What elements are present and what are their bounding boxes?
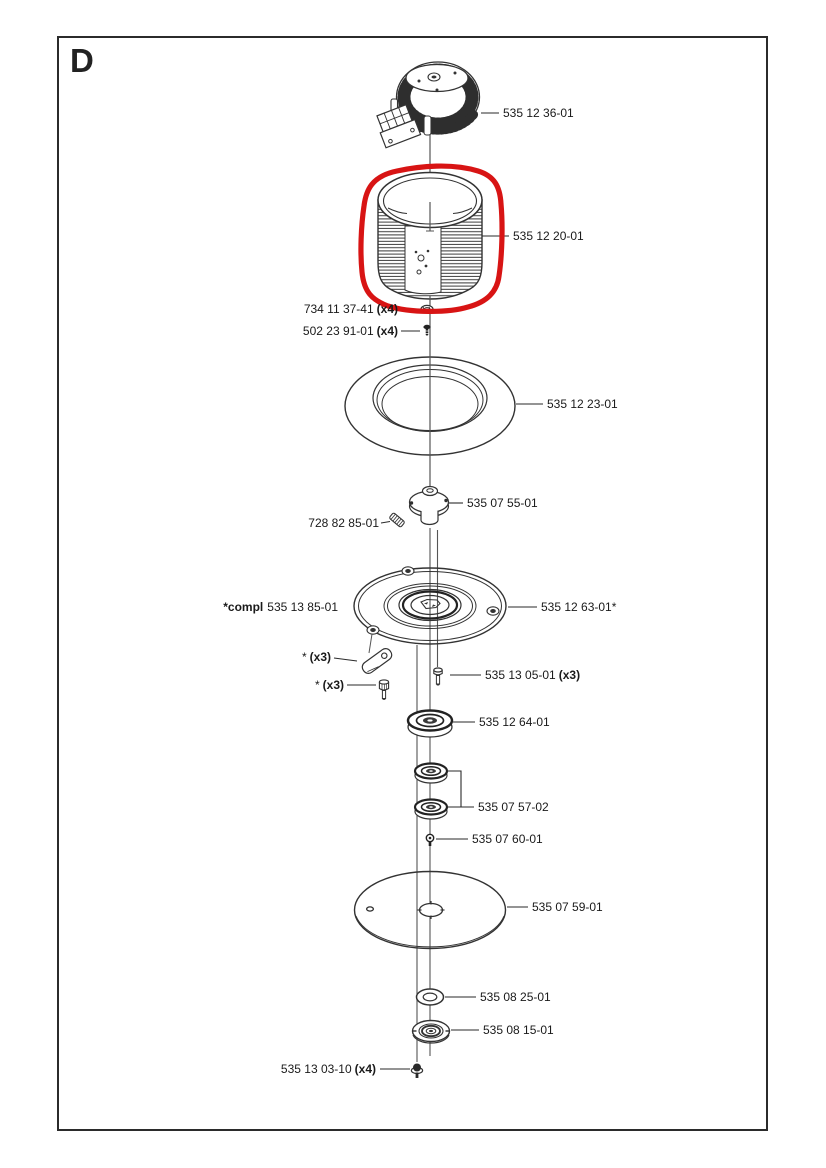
- washer-drawing: [415, 988, 445, 1006]
- section-letter: D: [70, 42, 94, 79]
- highlight-circle: [358, 163, 505, 314]
- part-label-shaft-screw: 535 07 60-01: [472, 832, 543, 846]
- blade-disc-drawing: [353, 566, 507, 645]
- part-label-disc-screw: 535 13 05-01(x3): [485, 668, 581, 682]
- part-label-shaft-hub: 535 07 55-01: [467, 496, 538, 510]
- bearing-pair-drawing: [413, 762, 462, 820]
- part-label-cutting-cylinder: 535 12 20-01: [513, 229, 584, 243]
- motor-drawing: [376, 61, 481, 149]
- boss-blade-line: [368, 633, 373, 654]
- screw-icon: [423, 324, 431, 336]
- shaft-screw-icon: [425, 833, 435, 846]
- bearing-pair-bracket: [447, 770, 462, 807]
- bearing-large-drawing: [406, 709, 454, 738]
- cutting-cylinder-drawing: [377, 171, 483, 300]
- glide-disc-drawing: [353, 870, 507, 950]
- shaft-hub-drawing: [408, 485, 450, 526]
- hub-washer-drawing: [411, 1019, 451, 1044]
- part-label-bearing-pair: 535 07 57-02: [478, 800, 549, 814]
- disc-screw-icon: [433, 667, 443, 686]
- part-label-blade: *(x3): [301, 650, 331, 664]
- part-label-washer: 535 08 25-01: [480, 990, 551, 1004]
- blade-screw-icon: [378, 679, 390, 700]
- part-label-glide-disc: 535 07 59-01: [532, 900, 603, 914]
- part-label-bearing-large: 535 12 64-01: [479, 715, 550, 729]
- part-label-bottom-screw: 535 13 03-10(x4): [280, 1062, 376, 1076]
- part-label-screw-set: 502 23 91-01(x4): [302, 324, 398, 338]
- set-screw-icon: [389, 512, 405, 528]
- part-label-hub-washer: 535 08 15-01: [483, 1023, 554, 1037]
- part-label-blade-screw: *(x3): [314, 678, 344, 692]
- part-label-blade-disc: 535 12 63-01*: [541, 600, 617, 614]
- leader-lines: [333, 112, 543, 1070]
- bottom-screw-icon: [410, 1063, 424, 1078]
- part-label-motor: 535 12 36-01: [503, 106, 574, 120]
- part-label-set-screw: 728 82 85-01: [308, 516, 379, 530]
- motor-terminal-block: [376, 103, 422, 149]
- part-label-friction-ring: 535 12 23-01: [547, 397, 618, 411]
- disc-boss: [366, 566, 500, 635]
- part-label-washer-set: 734 11 37-41(x4): [303, 302, 398, 316]
- blade-drawing: [361, 648, 393, 674]
